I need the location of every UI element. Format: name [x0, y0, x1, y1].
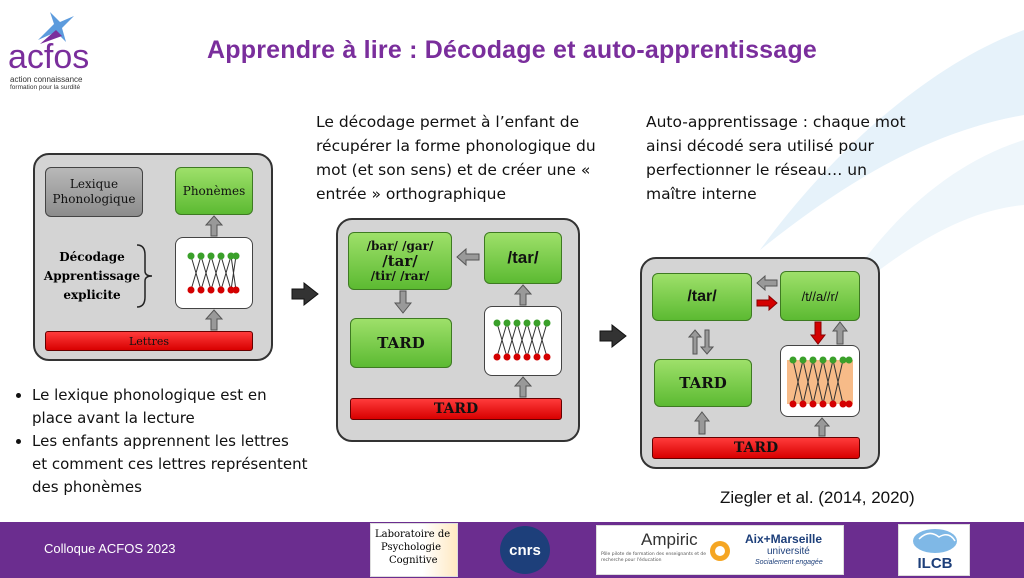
sun-icon — [710, 541, 730, 561]
neural-network-icon — [493, 319, 551, 361]
candidates-line-3: /tir/ /rar/ — [370, 268, 430, 283]
page-title: Apprendre à lire : Décodage et auto-appr… — [207, 36, 817, 64]
tard-box: TARD — [350, 318, 452, 368]
apprentissage-label: Apprentissage — [43, 269, 141, 283]
tard-bar: TARD — [350, 398, 562, 420]
arrow-down-red-icon — [810, 321, 826, 345]
arrow-right-red-icon — [756, 295, 778, 311]
arrow-up-icon — [205, 309, 223, 331]
acfos-logo: acfos action connaissance formation pour… — [8, 10, 108, 91]
candidates-box: /bar/ /gar/ /tar/ /tir/ /rar/ — [348, 232, 452, 290]
tard-label: TARD — [377, 334, 425, 352]
lexique-label: Lexique Phonologique — [52, 177, 136, 206]
tard-bar-label: TARD — [733, 440, 779, 456]
tard-bar-label: TARD — [433, 401, 479, 417]
arrow-down-icon — [394, 290, 412, 314]
lpc-logo: Laboratoire de Psychologie Cognitive — [370, 523, 458, 577]
candidates-line-1: /bar/ /gar/ — [366, 238, 434, 253]
phon-label: /t//a//r/ — [801, 288, 839, 304]
bullet-list: Le lexique phonologique est en place ava… — [8, 384, 308, 499]
arrow-up-icon — [814, 417, 830, 437]
tar-label: /tar/ — [687, 288, 717, 305]
neural-network-icon — [787, 356, 853, 408]
network-box — [780, 345, 860, 417]
tard-box: TARD — [654, 359, 752, 407]
lettres-label: Lettres — [128, 334, 170, 348]
tard-label: TARD — [679, 374, 727, 392]
diagram-panel-1: Lexique Phonologique Phonèmes Décodage A… — [33, 153, 273, 361]
brain-icon — [913, 529, 957, 553]
tard-bar: TARD — [652, 437, 860, 459]
arrow-left-icon — [456, 248, 480, 266]
ilcb-label: ILCB — [917, 555, 953, 572]
arrow-up-icon — [514, 284, 532, 306]
middle-description: Le décodage permet à l’enfant de récupér… — [316, 113, 596, 203]
arrow-up-icon — [694, 411, 710, 435]
tar-box: /tar/ — [652, 273, 752, 321]
lpc-line-3: Cognitive — [389, 555, 438, 566]
bullet-item: Le lexique phonologique est en place ava… — [32, 384, 308, 430]
star-icon — [38, 12, 74, 44]
right-description: Auto-apprentissage : chaque mot ainsi dé… — [646, 113, 906, 203]
network-box — [484, 306, 562, 376]
tar-box: /tar/ — [484, 232, 562, 284]
diagram-panel-2: /bar/ /gar/ /tar/ /tir/ /rar/ /tar/ TARD… — [336, 218, 580, 442]
arrow-right-icon — [599, 324, 627, 348]
logo-tagline-1: action connaissance — [10, 75, 83, 84]
bullet-item: Les enfants apprennent les lettres et co… — [32, 430, 308, 499]
candidates-line-2: /tar/ — [382, 251, 418, 270]
ampiric-subtitle: Pôle pilote de formation des enseignants… — [601, 552, 707, 563]
lexique-box: Lexique Phonologique — [45, 167, 143, 217]
amu-line-3: Socialement engagée — [755, 559, 823, 566]
brace-icon — [136, 244, 153, 308]
phon-box: /t//a//r/ — [780, 271, 860, 321]
ilcb-logo: ILCB — [898, 524, 970, 576]
phonemes-label: Phonèmes — [182, 184, 246, 198]
arrow-up-icon — [514, 376, 532, 398]
network-box — [175, 237, 253, 309]
arrow-up-icon — [832, 321, 848, 345]
lettres-bar: Lettres — [45, 331, 253, 351]
citation: Ziegler et al. (2014, 2020) — [720, 488, 915, 507]
cnrs-logo: cnrs — [500, 526, 550, 574]
phonemes-box: Phonèmes — [175, 167, 253, 215]
cnrs-label: cnrs — [509, 541, 541, 559]
arrow-up-icon — [205, 215, 223, 237]
logo-tagline-2: formation pour la surdité — [10, 84, 81, 91]
arrow-right-icon — [291, 282, 319, 306]
arrow-left-icon — [756, 275, 778, 291]
diagram-panel-3: /tar/ /t//a//r/ TARD TARD — [640, 257, 880, 469]
amu-line-1: Aix+Marseille — [745, 532, 823, 546]
footer-text: Colloque ACFOS 2023 — [44, 541, 176, 556]
lpc-line-2: Psychologie — [381, 542, 442, 553]
ampiric-label: Ampiric — [641, 530, 698, 549]
tar-label: /tar/ — [507, 248, 539, 267]
ampiric-logo: Ampiric Pôle pilote de formation des ens… — [596, 525, 844, 575]
neural-network-icon — [187, 252, 240, 294]
lpc-line-1: Laboratoire de — [375, 529, 451, 540]
explicite-label: explicite — [63, 288, 121, 302]
arrow-updown-icon — [688, 329, 714, 355]
amu-line-2: université — [767, 546, 810, 557]
logo-name: acfos — [8, 38, 90, 76]
decodage-label: Décodage — [59, 250, 125, 264]
